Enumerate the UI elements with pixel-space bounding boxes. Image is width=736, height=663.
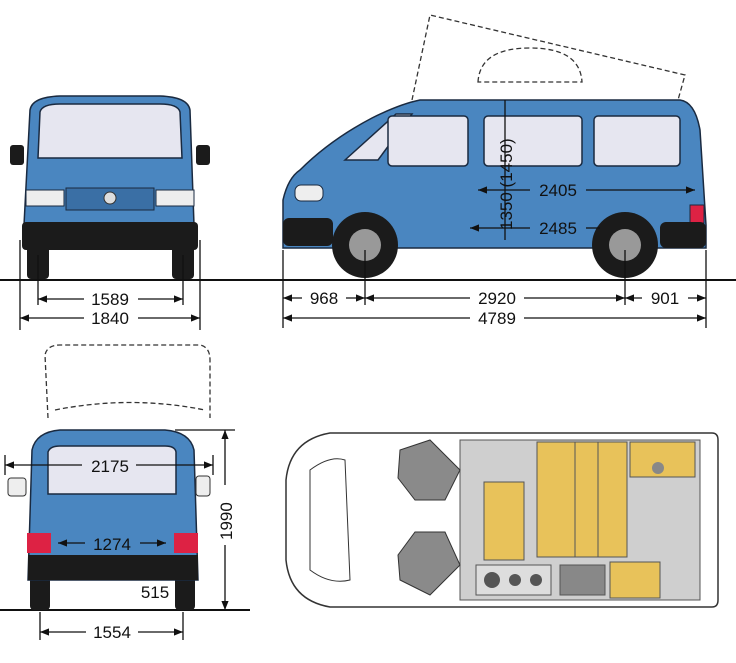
dim-rear-overhang: 901 — [651, 289, 679, 308]
sink — [559, 564, 606, 596]
front-view: 1589 1840 — [10, 95, 210, 330]
table — [483, 481, 525, 561]
dim-width-mirrors: 2175 — [91, 457, 129, 476]
dim-overall-length: 4789 — [478, 309, 516, 328]
dim-loading-height: 515 — [141, 583, 169, 602]
dim-wheelbase: 2920 — [478, 289, 516, 308]
rear-pop-top-outline — [44, 344, 211, 419]
pop-top-roof-outline — [411, 14, 686, 101]
driver-seat — [397, 439, 461, 501]
side-view: 1350 (1450) 2405 2485 968 2920 901 4789 — [282, 14, 707, 328]
dim-interior-height: 1350 (1450) — [497, 138, 516, 230]
dim-rear-track: 1554 — [93, 623, 131, 642]
dim-front-track: 1589 — [91, 290, 129, 309]
dim-interior-length-upper: 2405 — [539, 181, 577, 200]
dim-interior-length-lower: 2485 — [539, 219, 577, 238]
dim-front-overhang: 968 — [310, 289, 338, 308]
dim-body-width: 1840 — [91, 309, 129, 328]
pop-top-dome-outline — [477, 47, 583, 83]
passenger-seat — [397, 531, 461, 596]
floor-plan-view — [285, 432, 719, 608]
dim-rear-door-width: 1274 — [93, 535, 131, 554]
dim-overall-height: 1990 — [217, 502, 236, 540]
rear-bench-seat — [536, 441, 628, 558]
rear-view: 2175 1990 1274 515 1554 — [0, 344, 250, 642]
